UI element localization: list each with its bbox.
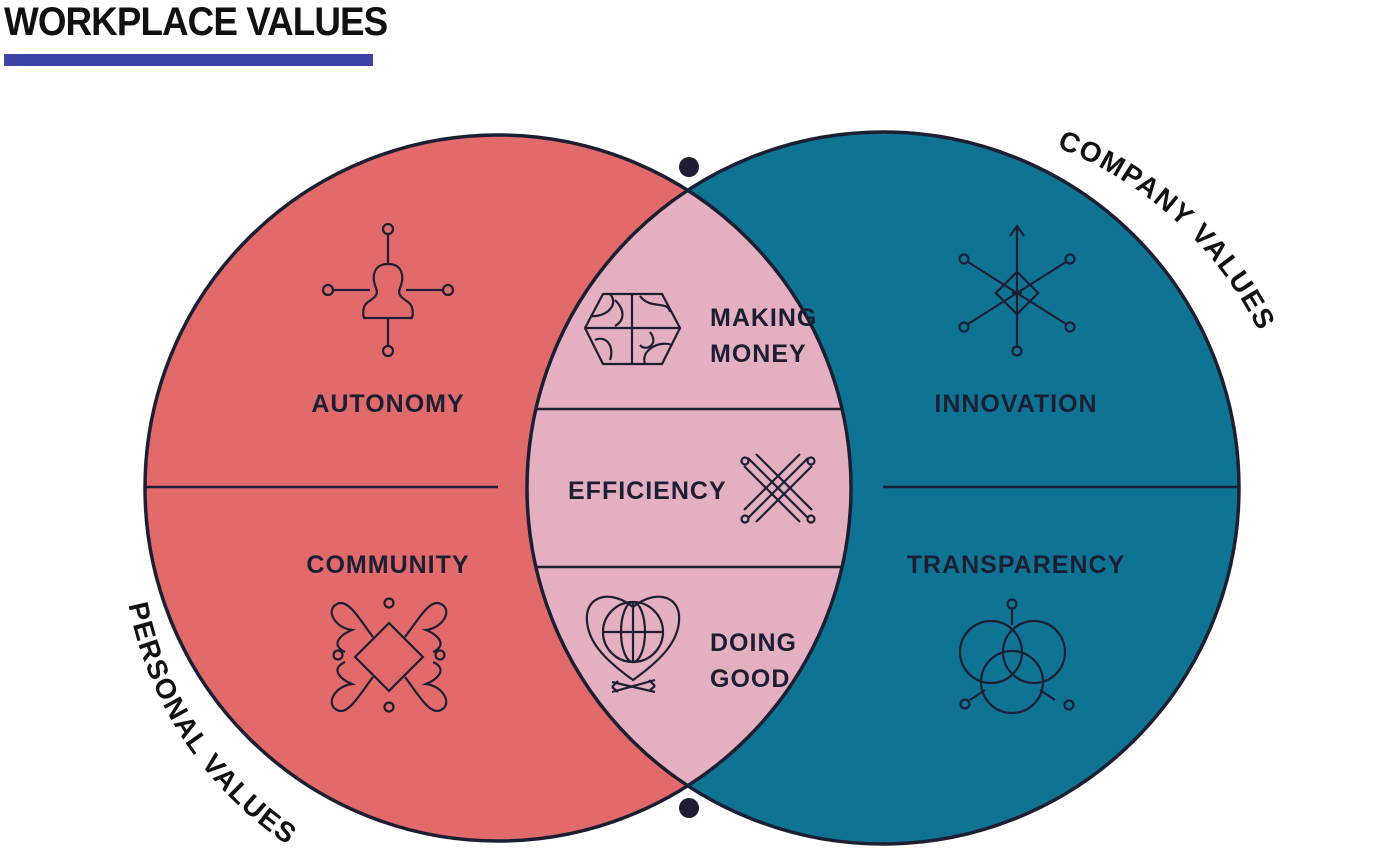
autonomy-label: AUTONOMY [311,390,464,418]
underline-bar [4,54,373,66]
making-money-label-line2: MONEY [710,340,807,368]
overlapping-circles-icon [958,598,1075,715]
intersection-dot-bottom [679,798,699,818]
transparency-label: TRANSPARENCY [907,551,1126,579]
hexagon-pattern-icon [583,292,682,366]
community-label: COMMUNITY [306,551,469,579]
intersection-dot-top [679,157,699,177]
efficiency-label: EFFICIENCY [568,477,727,505]
making-money-label-line1: MAKING [710,304,817,332]
innovation-label: INNOVATION [934,390,1097,418]
title-underline [4,54,373,66]
doing-good-label-line1: DOING [710,629,797,657]
crossed-lines-icon [740,453,816,524]
compass-star-icon [958,224,1076,357]
person-network-icon [321,222,455,358]
community-knot-icon [330,597,448,713]
company-circle-outline [525,130,1241,846]
personal-circle-outline [143,133,853,843]
page-title: WORKPLACE VALUES [4,0,388,44]
shared-values-lens [527,135,851,841]
doing-good-label-line2: GOOD [710,665,790,693]
heart-globe-icon [585,595,681,694]
